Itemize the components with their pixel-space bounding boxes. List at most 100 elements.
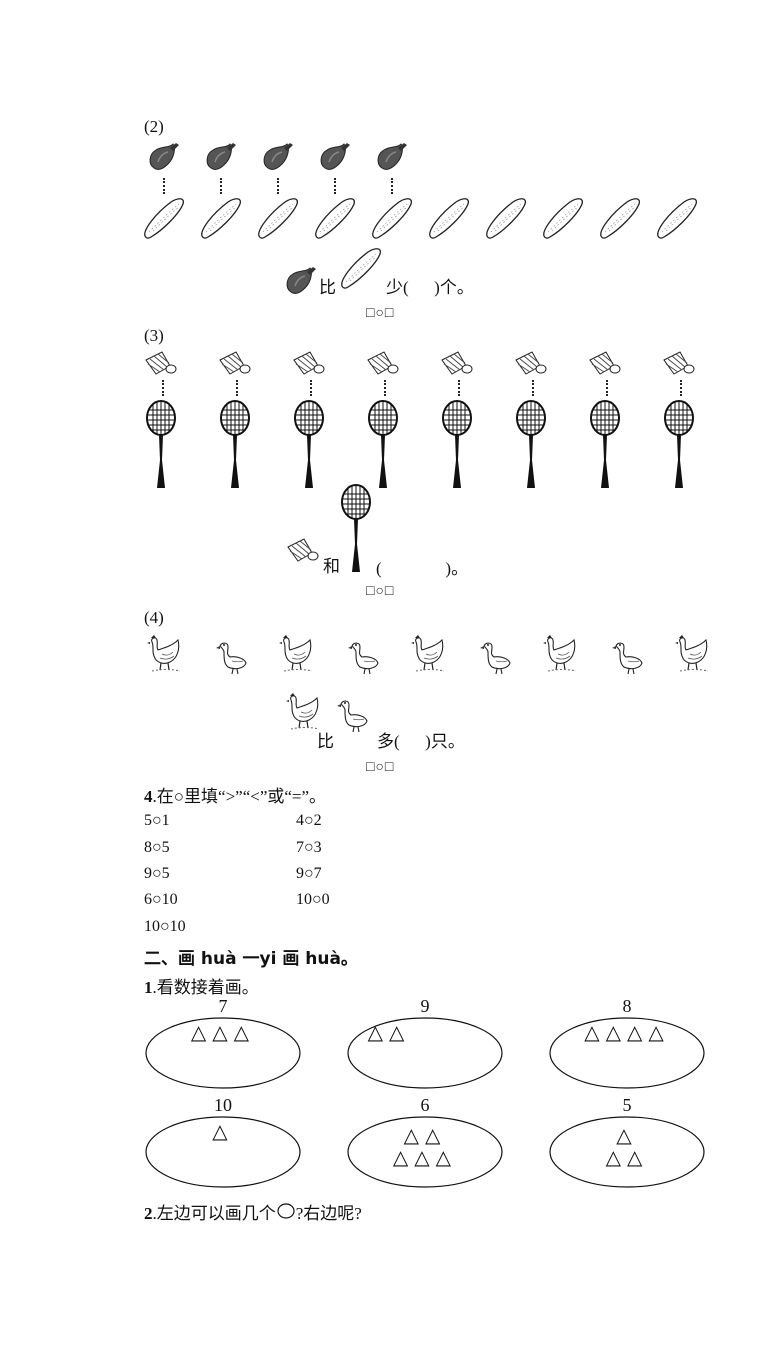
oval-shape[interactable] [144, 1016, 302, 1090]
compare-item[interactable]: 7○3 [296, 839, 322, 856]
compare-boxes-4: □○□ [366, 760, 395, 775]
cucumber-icon [341, 248, 382, 289]
compare-item[interactable]: 9○5 [144, 865, 170, 882]
oval-shape[interactable] [548, 1016, 706, 1090]
eggplant-icon [206, 142, 237, 171]
answer-blank[interactable]: ( )。 [376, 559, 469, 578]
cucumber-icon [429, 198, 470, 239]
connector-dots [606, 380, 611, 396]
goose-icon [336, 700, 368, 733]
answer-blank[interactable]: 少( )个。 [386, 278, 474, 297]
question-2: 2.左边可以画几个?右边呢? [144, 1199, 362, 1224]
racket-icon [442, 400, 472, 489]
shuttlecock-icon [589, 351, 621, 375]
eggplant-icon [377, 142, 408, 171]
compare-item[interactable]: 6○10 [144, 891, 178, 908]
triangle-row: △△ [403, 1123, 447, 1147]
question-text: .左边可以画几个 [152, 1204, 276, 1223]
oval-group: 6 △△ △△△ [346, 1095, 504, 1193]
racket-icon [146, 400, 176, 489]
cucumber-icon [144, 198, 185, 239]
racket-icon [516, 400, 546, 489]
connector-dots [236, 380, 241, 396]
question-number: 2 [144, 1204, 153, 1223]
connector-dots [384, 380, 389, 396]
oval-group: 8 △△△△ [548, 996, 706, 1094]
oval-shape[interactable] [144, 1115, 302, 1189]
triangle-row: △△△ [190, 1020, 256, 1044]
goose-icon [347, 642, 379, 675]
shuttlecock-icon [441, 351, 473, 375]
triangle-row: △ [212, 1119, 234, 1143]
triangle-row: △△△△ [584, 1020, 670, 1044]
connector-dots [163, 178, 168, 194]
connector-dots [680, 380, 685, 396]
oval-number: 5 [622, 1095, 632, 1115]
triangle-row: △△ [605, 1145, 649, 1169]
compare-item[interactable]: 10○0 [296, 891, 330, 908]
hen-icon [674, 634, 709, 672]
hen-icon [278, 634, 313, 672]
compare-item[interactable]: 8○5 [144, 839, 170, 856]
cucumber-icon [657, 198, 698, 239]
shuttlecock-icon [145, 351, 177, 375]
shuttlecock-icon [515, 351, 547, 375]
triangle-row: △△△ [392, 1145, 458, 1169]
shuttlecock-icon [663, 351, 695, 375]
compare-word: 比 [319, 278, 336, 297]
oval-group: 10 △ [144, 1095, 302, 1193]
question-number: 4 [144, 787, 153, 806]
oval-number: 9 [420, 996, 430, 1016]
compare-item[interactable]: 10○10 [144, 918, 186, 935]
compare-item[interactable]: 9○7 [296, 865, 322, 882]
connector-dots [220, 178, 225, 194]
connector-dots [532, 380, 537, 396]
shuttlecock-icon [219, 351, 251, 375]
connector-dots [162, 380, 167, 396]
connector-dots [277, 178, 282, 194]
question-1: 1.看数接着画。 [144, 973, 259, 998]
hen-icon [285, 692, 320, 730]
goose-icon [611, 642, 643, 675]
shuttlecock-icon [287, 538, 319, 562]
question-text: .在○里填“>”“<”或“=”。 [152, 787, 327, 806]
compare-item[interactable]: 5○1 [144, 812, 170, 829]
eggplant-icon [320, 142, 351, 171]
goose-icon [479, 642, 511, 675]
oval-group: 5 △ △△ [548, 1095, 706, 1193]
shuttlecock-icon [367, 351, 399, 375]
racket-icon [220, 400, 250, 489]
eggplant-icon [286, 266, 317, 295]
racket-icon [294, 400, 324, 489]
circle-icon [277, 1203, 295, 1219]
cucumber-icon [486, 198, 527, 239]
eggplant-icon [149, 142, 180, 171]
answer-line-2: 比 少( )个。 [283, 248, 583, 300]
cucumber-icon [600, 198, 641, 239]
cucumber-icon [543, 198, 584, 239]
oval-shape[interactable] [548, 1115, 706, 1189]
compare-item[interactable]: 4○2 [296, 812, 322, 829]
oval-number: 7 [218, 996, 228, 1016]
connector-dots [458, 380, 463, 396]
triangle-row: △ [616, 1123, 638, 1147]
oval-group: 7 △△△ [144, 996, 302, 1094]
oval-number: 6 [420, 1095, 430, 1115]
racket-icon [590, 400, 620, 489]
compare-boxes-2: □○□ [366, 306, 395, 321]
connector-dots [310, 380, 315, 396]
and-word: 和 [323, 557, 340, 576]
compare-boxes-3: □○□ [366, 584, 395, 599]
oval-shape[interactable] [346, 1016, 504, 1090]
oval-group: 9 △△ [346, 996, 504, 1094]
racket-icon [341, 484, 371, 573]
answer-line-3: 和 ( )。 [286, 484, 586, 584]
part-2-header: 二、画 huà 一yi 画 huà。 [144, 949, 358, 969]
cucumber-icon [315, 198, 356, 239]
goose-icon [215, 642, 247, 675]
question-text: .看数接着画。 [152, 978, 259, 997]
oval-shape[interactable] [346, 1115, 504, 1189]
answer-blank[interactable]: 多( )只。 [377, 732, 465, 751]
racket-icon [664, 400, 694, 489]
oval-number: 10 [214, 1095, 232, 1115]
